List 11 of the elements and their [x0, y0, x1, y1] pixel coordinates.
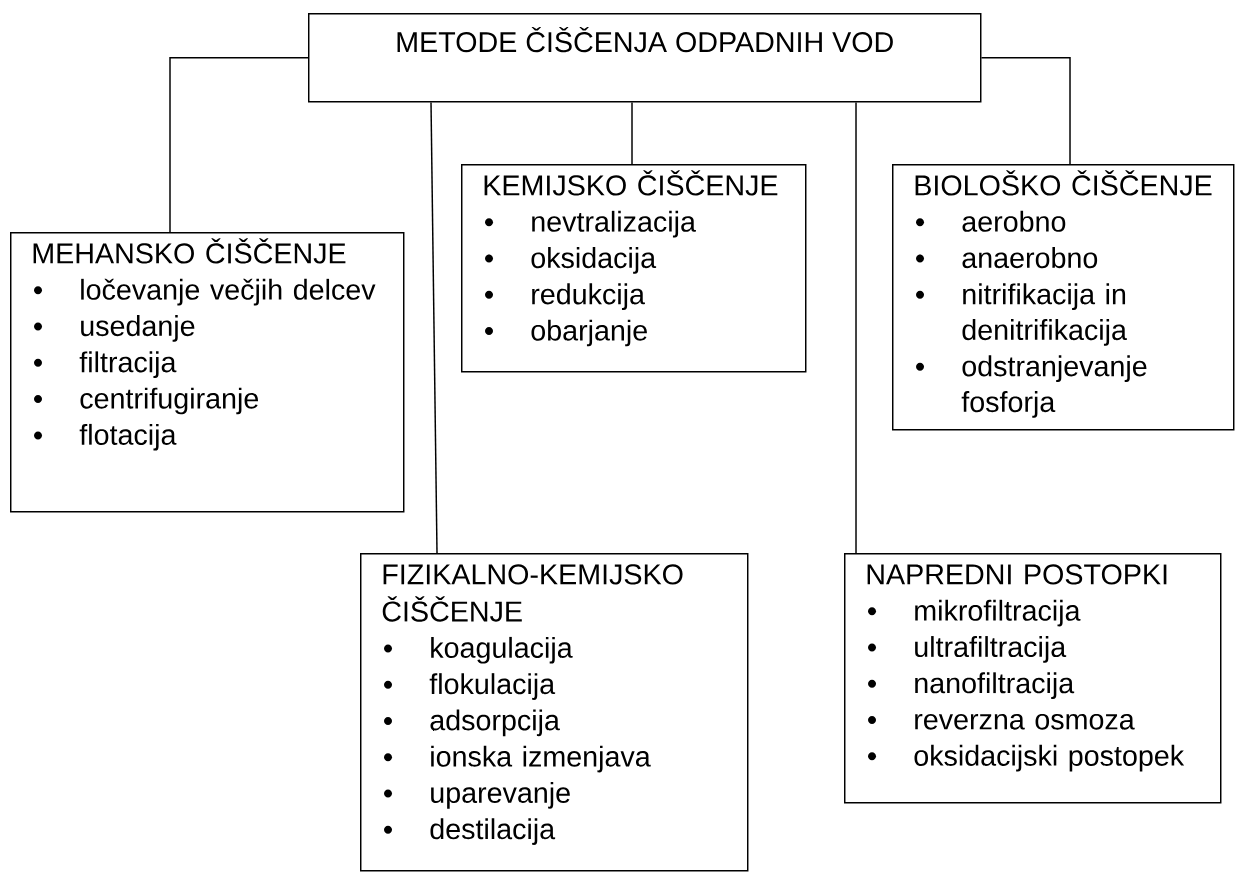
category-box: KEMIJSKO ČIŠČENJE nevtralizacija oksidacija redukcija obarjanje [461, 164, 807, 373]
category-box: METODE ČIŠČENJA ODPADNIH VOD [308, 13, 982, 103]
connector-line [980, 57, 1071, 165]
category-box: MEHANSKO ČIŠČENJE ločevanje večjih delcev usedanje filtracija centrifugiranje flotacija [10, 232, 405, 513]
connector-line [855, 101, 857, 554]
connector-line [631, 101, 633, 165]
connector-line [169, 57, 309, 233]
category-box: FIZIKALNO-KEMIJSKO ČIŠČENJE koagulacija flokulacija adsorpcija ionska izmenjava uparevanje destilacija [360, 553, 749, 872]
category-box: NAPREDNI POSTOPKI mikrofiltracija ultrafiltracija nanofiltracija reverzna osmoza oksidacijski postopek [844, 553, 1222, 804]
connector-line [430, 101, 438, 554]
category-box: BIOLOŠKO ČIŠČENJE aerobno anaerobno nitrifikacija in denitrifikacija odstranjevanje fosforja [892, 164, 1235, 431]
